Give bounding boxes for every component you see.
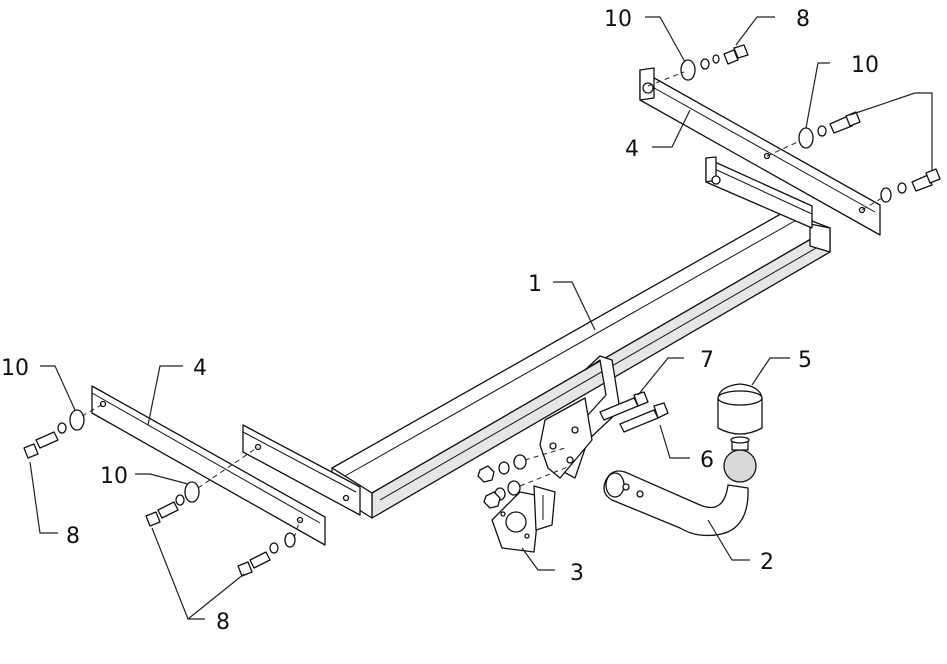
fasteners-top-right	[647, 44, 941, 211]
callout-8-left: 8	[66, 524, 80, 549]
callout-labels: 10 8 10 4 1 7 5 6 2 3 10 4 8 10 8	[1, 7, 879, 635]
leader-lines	[29, 16, 933, 620]
callout-6: 6	[700, 448, 714, 473]
part-6-tow-ball	[723, 436, 757, 483]
callout-10-mid-left: 10	[100, 464, 128, 489]
callout-4-left: 4	[193, 356, 207, 381]
callout-2: 2	[760, 550, 774, 575]
fasteners-left	[23, 403, 301, 577]
part-4-right-bracket	[639, 67, 881, 236]
part-5-ball-cover	[717, 383, 763, 435]
callout-4-right: 4	[625, 137, 639, 162]
callout-1: 1	[528, 272, 542, 297]
callout-10-top-left: 10	[604, 7, 632, 32]
callout-10-left: 10	[1, 356, 29, 381]
callout-10-top-right: 10	[851, 53, 879, 78]
part-7-bolts	[599, 391, 669, 433]
callout-8-bottom: 8	[216, 610, 230, 635]
center-nuts-washers	[477, 447, 571, 509]
callout-3: 3	[570, 561, 584, 586]
center-mount-bracket	[539, 355, 621, 479]
callout-5: 5	[798, 348, 812, 373]
part-4-left-bracket	[91, 385, 361, 546]
callout-7: 7	[700, 348, 714, 373]
part-2-ball-neck	[603, 470, 749, 537]
part-3-socket-plate	[491, 485, 556, 553]
callout-8-top: 8	[796, 7, 810, 32]
